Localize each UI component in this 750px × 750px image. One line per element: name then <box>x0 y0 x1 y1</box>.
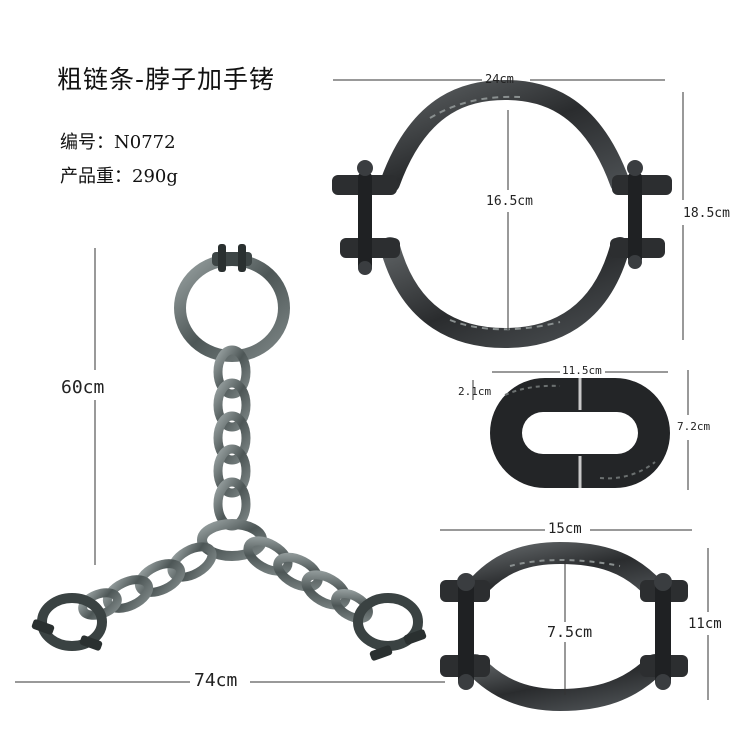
chain-link <box>490 378 670 488</box>
neck-collar <box>332 79 672 349</box>
hand-cuff <box>440 541 688 712</box>
dimension-lines <box>15 79 709 700</box>
product-weight: 产品重：290g <box>60 166 178 187</box>
link-width-label: 11.5cm <box>562 364 602 377</box>
neck-width-label: 24cm <box>485 72 514 86</box>
cuff-width-label: 15cm <box>548 521 582 537</box>
cuff-height-label: 11cm <box>688 616 722 632</box>
chain-assembly <box>31 244 427 661</box>
link-height-label: 7.2cm <box>677 420 711 433</box>
cuff-inner-label: 7.5cm <box>547 623 593 641</box>
link-thickness-label: 2.1cm <box>458 385 492 398</box>
product-title: 粗链条-脖子加手铐 <box>57 65 276 94</box>
neck-height-label: 18.5cm <box>683 206 730 221</box>
total-width-label: 74cm <box>194 670 238 691</box>
neck-inner-label: 16.5cm <box>486 194 533 209</box>
chain-length-label: 60cm <box>61 377 105 398</box>
product-code: 编号：N0772 <box>60 132 176 153</box>
